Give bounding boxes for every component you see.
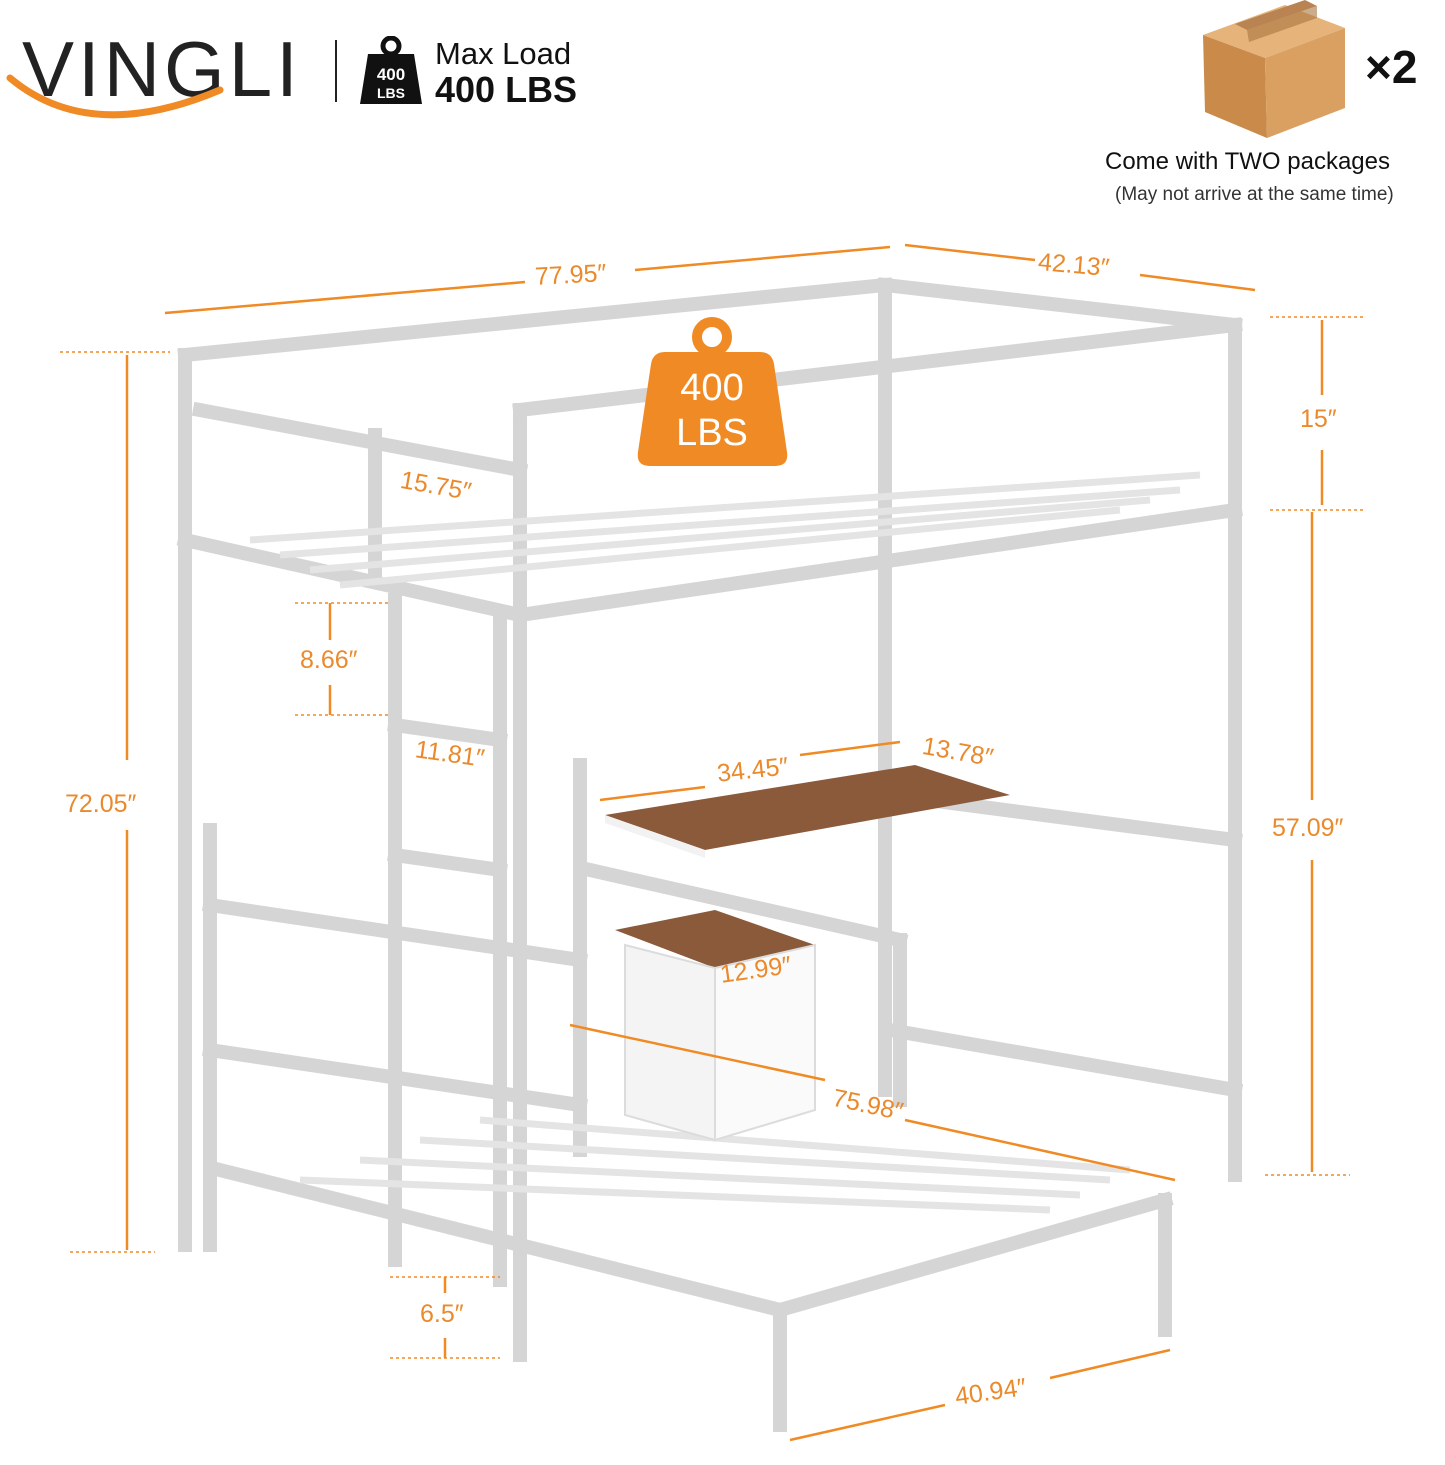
badge-unit: LBS <box>377 85 405 101</box>
center-weight-tag: 400 LBS <box>637 317 788 466</box>
package-disclaimer: (May not arrive at the same time) <box>1115 184 1394 205</box>
badge-value: 400 <box>377 65 405 84</box>
center-weight-value: 400 <box>680 367 743 409</box>
package-note: Come with TWO packages <box>1105 148 1390 175</box>
center-weight-unit: LBS <box>676 412 748 454</box>
dimension-rail-height: 15″ <box>1300 405 1337 433</box>
weight-icon: 400 LBS <box>360 36 422 104</box>
header-divider <box>335 40 337 102</box>
dimension-total-height: 72.05″ <box>65 790 137 818</box>
logo-swoosh-icon <box>6 74 224 119</box>
dimension-lower-height: 6.5″ <box>420 1300 464 1328</box>
dimension-width: 42.13″ <box>1036 247 1111 283</box>
max-load-value: 400 LBS <box>435 69 578 110</box>
dimension-length: 77.95″ <box>534 259 608 291</box>
brand-logo: VINGLI <box>22 25 302 113</box>
max-load-label: Max Load <box>435 36 572 71</box>
dimension-ladder-gap: 8.66″ <box>300 646 358 674</box>
dimension-under-bed-height: 57.09″ <box>1272 814 1344 842</box>
box-icon <box>1203 0 1345 138</box>
package-count: ×2 <box>1365 41 1418 93</box>
